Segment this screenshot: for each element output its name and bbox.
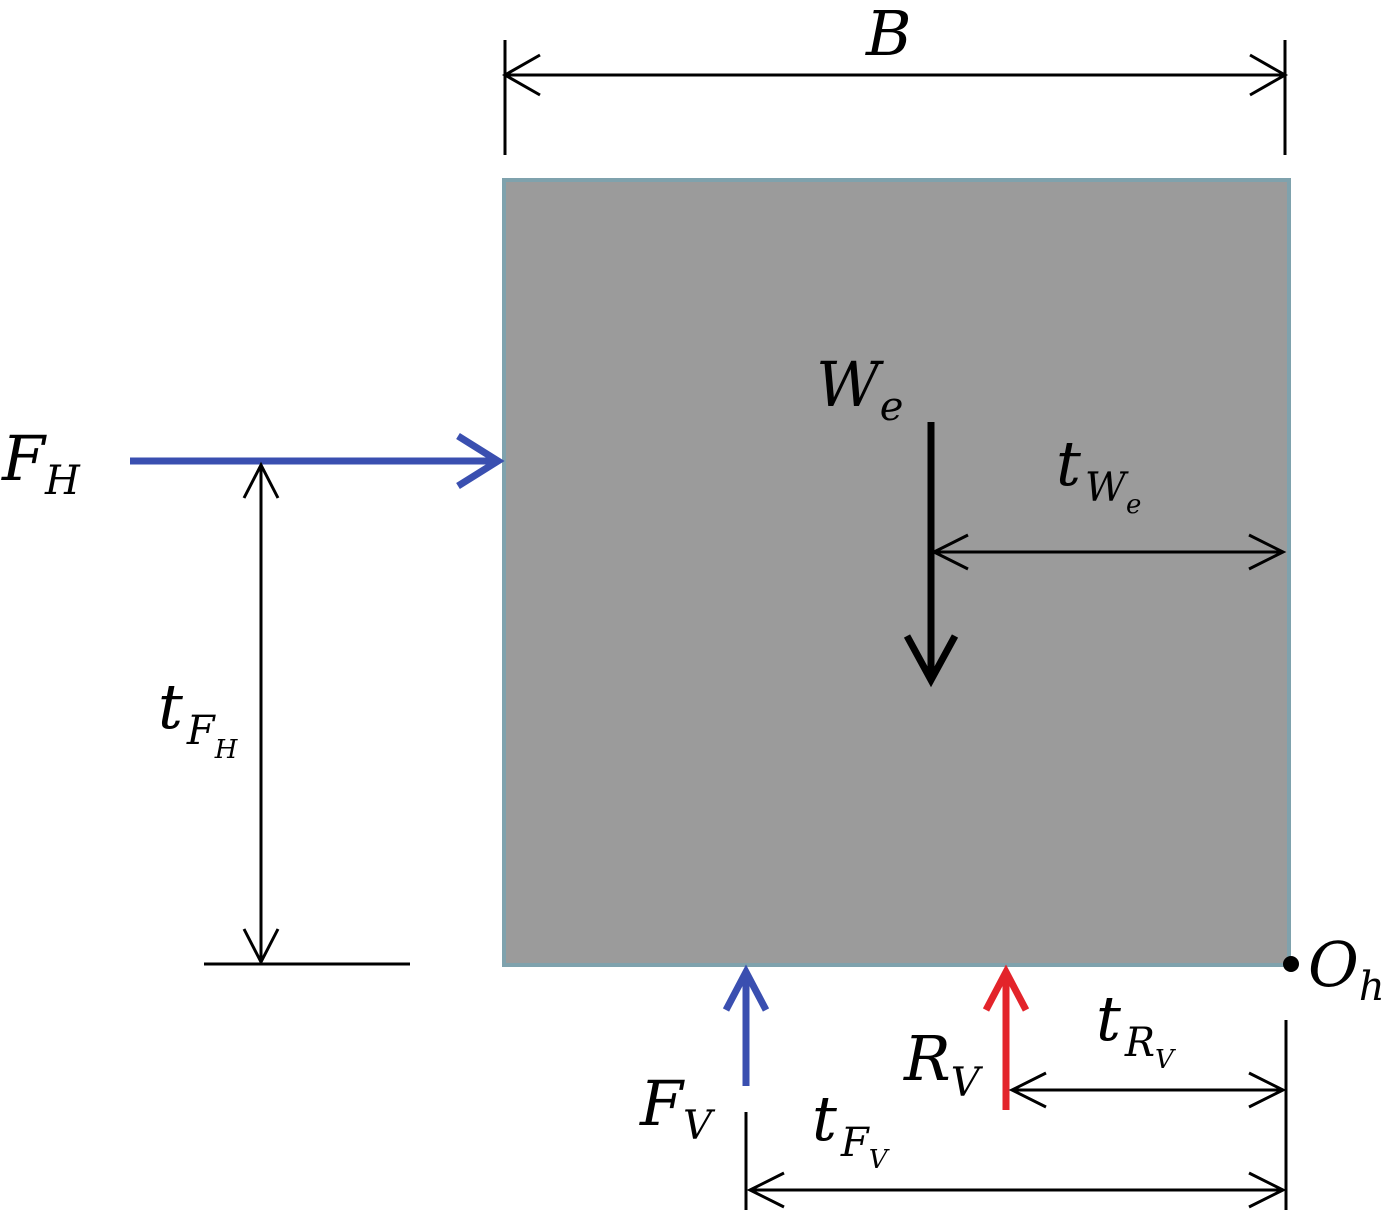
horizontal-force-arrow: [130, 433, 505, 489]
weight-label: We: [816, 348, 903, 430]
weight-arm-dimension: [930, 533, 1287, 571]
block: [502, 178, 1291, 967]
pivot-label: Oh: [1308, 928, 1385, 1010]
width-dimension: [501, 40, 1289, 155]
vertical-force-arrow: [722, 964, 770, 1086]
horizontal-force-label: FH: [1, 422, 81, 504]
width-label: B: [865, 0, 912, 70]
reaction-force-arrow: [982, 964, 1030, 1110]
pivot-point: [1283, 956, 1299, 972]
reaction-arm-dimension: [1008, 1020, 1288, 1210]
weight-arrow: [903, 422, 959, 688]
horizontal-force-arm-dimension: [204, 461, 410, 966]
reaction-label: RV: [903, 1022, 984, 1106]
vertical-force-arm-dimension: [744, 1112, 1287, 1210]
vertical-force-label: FV: [639, 1067, 716, 1149]
